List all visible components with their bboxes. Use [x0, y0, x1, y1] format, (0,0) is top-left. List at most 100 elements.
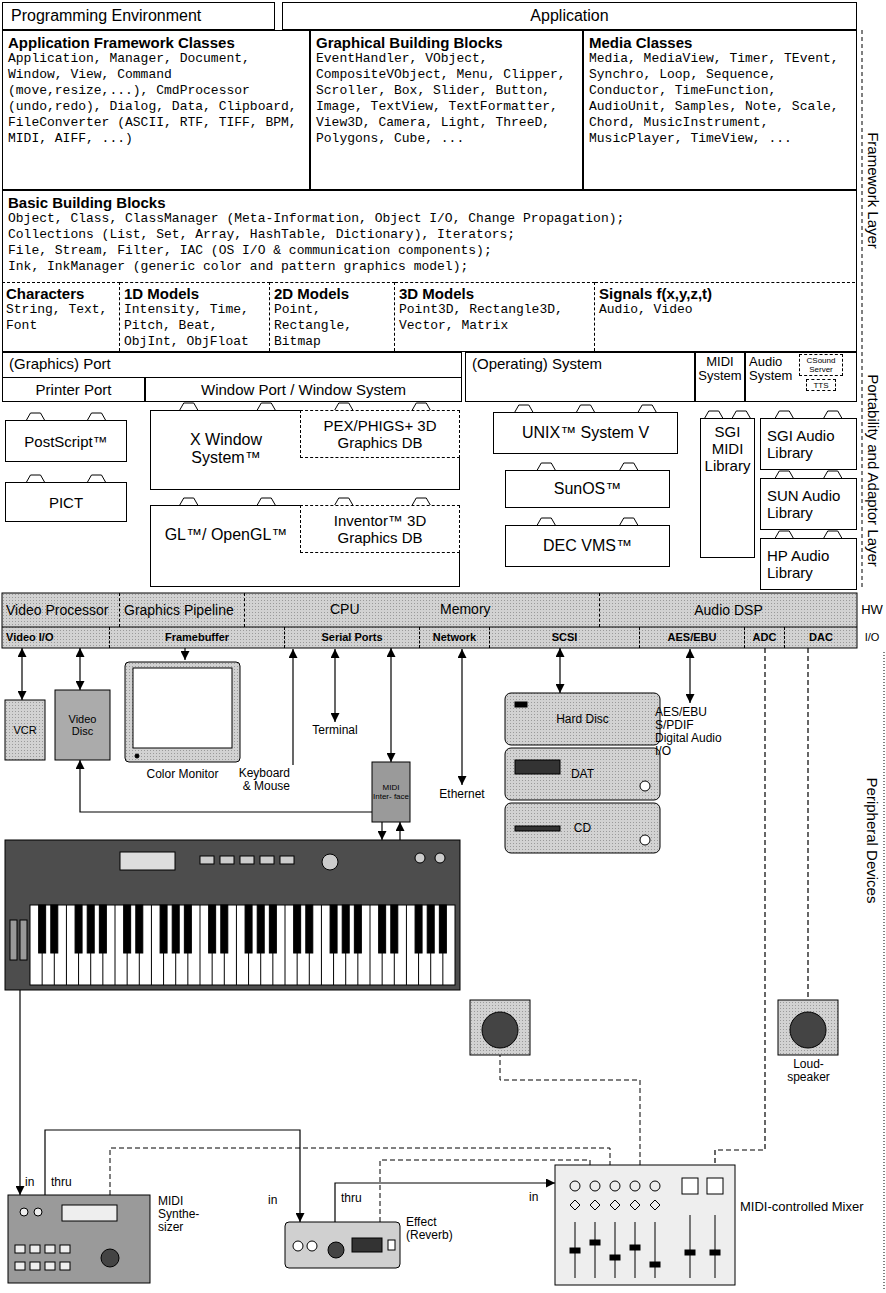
node-text: Framebuffer — [110, 631, 284, 644]
effect-unit — [285, 1222, 400, 1268]
adaptor-box: SUN Audio Library — [760, 478, 857, 530]
device-label: Ethernet — [427, 788, 497, 801]
synthesizer — [15, 1262, 25, 1270]
puzzle-tabs — [824, 471, 842, 478]
keyboard-instrument — [75, 905, 82, 953]
loudspeaker — [790, 1012, 826, 1048]
synthesizer — [8, 1195, 150, 1283]
mixer — [570, 1181, 580, 1191]
signal-arrow — [20, 649, 690, 1195]
node-text: Network — [420, 631, 489, 644]
keyboard-instrument — [415, 905, 422, 953]
keyboard-instrument — [294, 905, 301, 953]
mixer — [650, 1181, 660, 1191]
node-text: SGI MIDI Library — [703, 423, 752, 474]
keyboard-instrument — [209, 905, 216, 953]
video-devices — [5, 690, 110, 760]
puzzle-tabs — [88, 413, 106, 420]
hardware-band — [2, 593, 857, 648]
connector-layer — [22, 648, 808, 1222]
audio-wire — [110, 1148, 610, 1195]
video-devices — [55, 690, 110, 760]
adaptor-box: Window Port / Window System — [145, 377, 462, 402]
keyboard-instrument — [439, 905, 446, 953]
io-cell: Video I/O — [2, 627, 110, 648]
synthesizer — [34, 1208, 42, 1216]
keyboard-instrument — [221, 905, 228, 953]
class-box: 1D ModelsIntensity, Time, Pitch, Beat, O… — [120, 282, 270, 351]
keyboard-instrument — [391, 905, 398, 953]
keyboard-instrument — [66, 905, 67, 985]
puzzle-tabs — [335, 498, 353, 505]
keyboard-instrument — [330, 905, 337, 953]
node-text: Media, MediaView, Timer, TEvent, Synchro… — [589, 51, 851, 147]
midi-interface — [372, 762, 410, 822]
node-text: in — [25, 1176, 34, 1189]
device: DAT — [505, 748, 660, 800]
keyboard-instrument — [260, 856, 274, 864]
node-text: GL™/ OpenGL™ — [155, 526, 297, 544]
effect-unit — [388, 1240, 395, 1250]
adaptor-box: SGI Audio Library — [760, 418, 857, 470]
node-text: thru — [341, 1192, 362, 1205]
signal-arrow — [19, 990, 20, 1195]
mixer — [710, 1250, 720, 1255]
puzzle-tabs — [180, 498, 198, 505]
node-text: Video Processor — [6, 603, 115, 618]
node-text: Collections (List, Set, Array, HashTable… — [8, 227, 851, 243]
node-text: Hard Disc — [505, 713, 660, 726]
signal-arrow — [381, 822, 382, 840]
class-box: Application Framework ClassesApplication… — [2, 30, 310, 190]
node-text: VCR — [5, 724, 45, 736]
device: inthruMIDI Synthe- sizer — [8, 1195, 150, 1283]
disc-drives — [515, 702, 527, 707]
device-label: I/O — [858, 631, 886, 643]
effect-unit — [328, 1242, 344, 1258]
node-text: 3D Models — [399, 285, 590, 302]
signal-arrow — [292, 649, 293, 765]
adaptor-box: (Graphics) PortPrinter PortWindow Port /… — [2, 352, 462, 402]
color-monitor — [133, 668, 232, 748]
node-text: Characters — [6, 285, 115, 302]
mixer — [630, 1181, 640, 1191]
puzzle-tabs — [27, 475, 45, 482]
video-devices — [5, 700, 45, 760]
hardware-band — [2, 593, 857, 648]
mixer — [682, 1178, 698, 1194]
layer-label: Peripheral Devices — [864, 777, 881, 903]
mixer — [610, 1255, 620, 1260]
io-cell: Framebuffer — [110, 627, 285, 648]
audio-wire — [500, 1055, 640, 1165]
puzzle-tabs — [620, 463, 638, 470]
keyboard-instrument — [240, 856, 254, 864]
mixer — [707, 1178, 723, 1194]
node-text: Audio, Video — [599, 302, 851, 318]
effect-unit — [352, 1238, 382, 1252]
node-text: Graphical Building Blocks — [316, 34, 577, 51]
mixer — [570, 1200, 660, 1210]
keyboard-instrument — [184, 905, 191, 953]
node-text: SGI Audio Library — [767, 427, 850, 461]
effect-unit — [285, 1222, 400, 1268]
keyboard-instrument — [136, 905, 143, 953]
signal-arrow — [461, 649, 462, 785]
connector — [184, 648, 185, 660]
node-text: CSound Server — [801, 356, 841, 374]
node-text: Memory — [440, 602, 491, 617]
node-text: Video I/O — [6, 631, 105, 644]
keyboard-instrument — [120, 852, 175, 870]
adaptor-box: MIDI System — [695, 352, 745, 402]
node-text: Object, Class, ClassManager (Meta-Inform… — [8, 211, 851, 227]
node-text: CPU — [330, 602, 360, 617]
audio-wire — [110, 1055, 640, 1222]
node-text: Color Monitor — [120, 768, 245, 781]
synthesizer — [8, 1195, 150, 1283]
node-text: MIDI System — [698, 355, 742, 383]
device: MIDI Inter- face — [372, 762, 410, 822]
keyboard-instrument — [172, 905, 179, 953]
device: Hard Disc — [505, 693, 660, 745]
node-text: Graphics Pipeline — [124, 603, 240, 618]
io-cell: Network — [420, 627, 490, 648]
keyboard-instrument — [87, 905, 94, 953]
io-cell: ADC — [745, 627, 785, 648]
